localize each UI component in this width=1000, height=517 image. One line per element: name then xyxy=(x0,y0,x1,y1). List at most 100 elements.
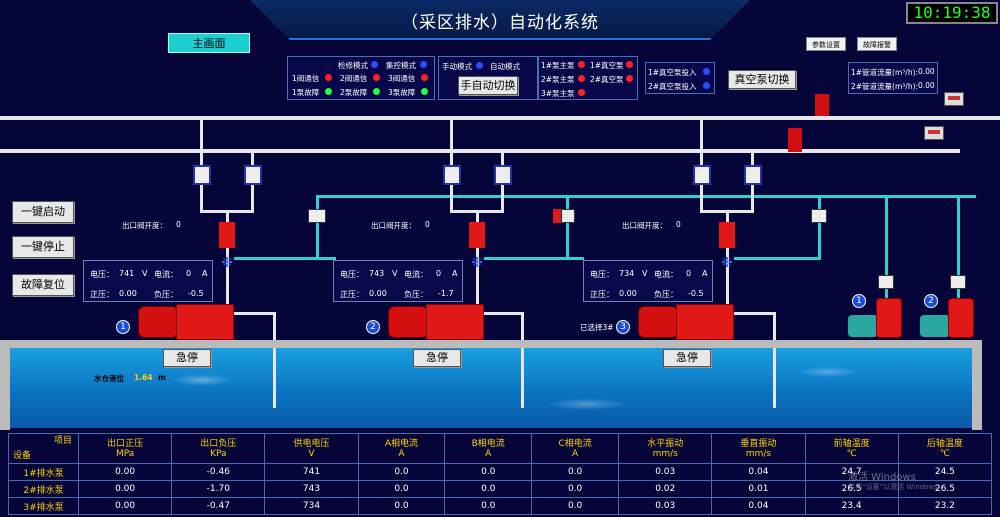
gate-valve-p1a[interactable] xyxy=(193,165,211,185)
header-unit: mm/s xyxy=(745,448,772,459)
vacuum-valve-2[interactable] xyxy=(788,128,802,152)
pump3-pos-label: 正压： xyxy=(590,290,614,299)
pump2-neg-label: 负压： xyxy=(404,290,428,299)
pump1-info-box: 电压： 741 V 电流： 0 A 正压： 0.00 负压： -0.5 xyxy=(83,260,213,302)
electric-valve-p1[interactable] xyxy=(219,222,235,248)
cyan-pipe-p3-v xyxy=(818,195,821,260)
valve-open-label-p2: 出口阀开度： xyxy=(371,221,416,230)
fault-reset-button[interactable]: 故障复位 xyxy=(12,274,74,296)
activation-watermark-sub: 转到“设置”以激活 Windows。 xyxy=(848,483,945,491)
corner-bottom-label: 设备 xyxy=(13,451,32,461)
cyan-valve-p2-red[interactable] xyxy=(553,209,563,223)
table-cell: 0.0 xyxy=(531,497,620,515)
main-pump3-label: 3#泵主泵 xyxy=(541,89,575,98)
suction-p3-water xyxy=(773,348,776,408)
table-cell: -1.70 xyxy=(171,480,266,498)
header-name: 垂直振动 xyxy=(740,438,777,449)
cyan-valve-p1[interactable] xyxy=(308,209,326,223)
cyan-valve-p2[interactable] xyxy=(561,209,575,223)
valve-open-value-p2: 0 xyxy=(425,220,430,229)
flow-switch-icon-p3: ❉ xyxy=(721,255,733,271)
pump1-motor[interactable] xyxy=(138,306,178,338)
manual-auto-switch-button[interactable]: 手自动切换 xyxy=(458,76,518,95)
cyan-pipe-p2 xyxy=(484,257,584,260)
pump2-current-value: 0 xyxy=(436,269,442,278)
pump2-outlet xyxy=(484,312,524,315)
gate-valve-p2b[interactable] xyxy=(494,165,512,185)
pump3-neg-label: 负压： xyxy=(654,290,678,299)
pump2-fault-label: 2泵故障 xyxy=(340,88,368,97)
pump3-motor[interactable] xyxy=(638,306,678,338)
start-all-button[interactable]: 一键启动 xyxy=(12,201,74,223)
table-cell: 743 xyxy=(264,480,359,498)
cyan-valve-p3[interactable] xyxy=(811,209,827,223)
pump2-neg-value: -1.7 xyxy=(438,289,454,298)
table-cell: 0.01 xyxy=(711,480,806,498)
table-cell: 0.02 xyxy=(618,480,713,498)
gate-valve-p3b[interactable] xyxy=(744,165,762,185)
gate-valve-p3a[interactable] xyxy=(693,165,711,185)
main-pump1-indicator xyxy=(578,61,585,68)
electric-valve-p2[interactable] xyxy=(469,222,485,248)
vacuum-pump2-indicator xyxy=(626,75,633,82)
gate-valve-p2a[interactable] xyxy=(443,165,461,185)
pump1-body[interactable] xyxy=(176,304,234,340)
pump1-voltage-label: 电压： xyxy=(90,270,114,279)
pump3-body[interactable] xyxy=(676,304,734,340)
cyan-pipe-p1-v xyxy=(316,195,319,260)
pump1-pos-label: 正压： xyxy=(90,290,114,299)
maint-mode-label: 检修模式 xyxy=(338,61,368,70)
header-unit: ℃ xyxy=(939,448,950,459)
table-cell: 0.04 xyxy=(711,497,806,515)
pump2-body[interactable] xyxy=(426,304,484,340)
vacuum-valve-1[interactable] xyxy=(815,94,829,116)
vacuum2-motor[interactable] xyxy=(920,315,950,337)
estop-button-p2[interactable]: 急停 xyxy=(413,349,461,367)
central-mode-label: 集控模式 xyxy=(386,61,416,70)
header-name: 出口正压 xyxy=(107,438,144,449)
manual-mode-indicator xyxy=(476,62,483,69)
ground-slab xyxy=(0,340,980,348)
vac-valve-1[interactable] xyxy=(878,275,894,289)
estop-button-p1[interactable]: 急停 xyxy=(163,349,211,367)
pump1-pos-value: 0.00 xyxy=(119,289,137,298)
header-unit: KPa xyxy=(210,448,227,459)
vac-valve-2[interactable] xyxy=(950,275,966,289)
vacuum-switch-button[interactable]: 真空泵切换 xyxy=(728,70,796,89)
table-cell: 0.00 xyxy=(77,497,173,515)
tank-wall-left xyxy=(0,340,10,430)
fault-alarm-button[interactable]: 故障报警 xyxy=(857,37,897,51)
electric-valve-p3[interactable] xyxy=(719,222,735,248)
pump1-voltage-value: 741 xyxy=(119,269,135,278)
stop-all-button[interactable]: 一键停止 xyxy=(12,236,74,258)
pump2-number-badge: 2 xyxy=(366,320,380,334)
table-cell: 0.0 xyxy=(444,497,533,515)
header-unit: MPa xyxy=(115,448,135,459)
pump2-motor[interactable] xyxy=(388,306,428,338)
pump3-number-badge: 3 xyxy=(616,320,630,334)
header-name: 前轴温度 xyxy=(833,438,870,449)
vacuum1-body[interactable] xyxy=(876,298,902,338)
central-mode-indicator xyxy=(420,61,427,68)
flow-meter-1 xyxy=(944,92,964,106)
valve2-comm-indicator xyxy=(373,74,380,81)
pipe-p1-down xyxy=(226,210,229,305)
corner-top-label: 项目 xyxy=(53,436,72,446)
table-cell: 0.0 xyxy=(444,463,533,481)
vacuum1-number-badge: 1 xyxy=(852,294,866,308)
param-settings-button[interactable]: 参数设置 xyxy=(806,37,846,51)
tab-main[interactable]: 主画面 xyxy=(168,33,250,53)
vacuum1-motor[interactable] xyxy=(848,315,878,337)
pump3-current-unit: A xyxy=(702,269,708,278)
main-pump2-indicator xyxy=(578,75,585,82)
flow1-label: 1#管道流量(m³/h): xyxy=(851,68,919,77)
vacuum-pump2-label: 2#真空泵 xyxy=(590,75,624,84)
estop-button-p3[interactable]: 急停 xyxy=(663,349,711,367)
vacuum2-body[interactable] xyxy=(948,298,974,338)
pump3-fault-indicator xyxy=(421,88,428,95)
maint-mode-indicator xyxy=(371,61,378,68)
gate-valve-p1b[interactable] xyxy=(244,165,262,185)
